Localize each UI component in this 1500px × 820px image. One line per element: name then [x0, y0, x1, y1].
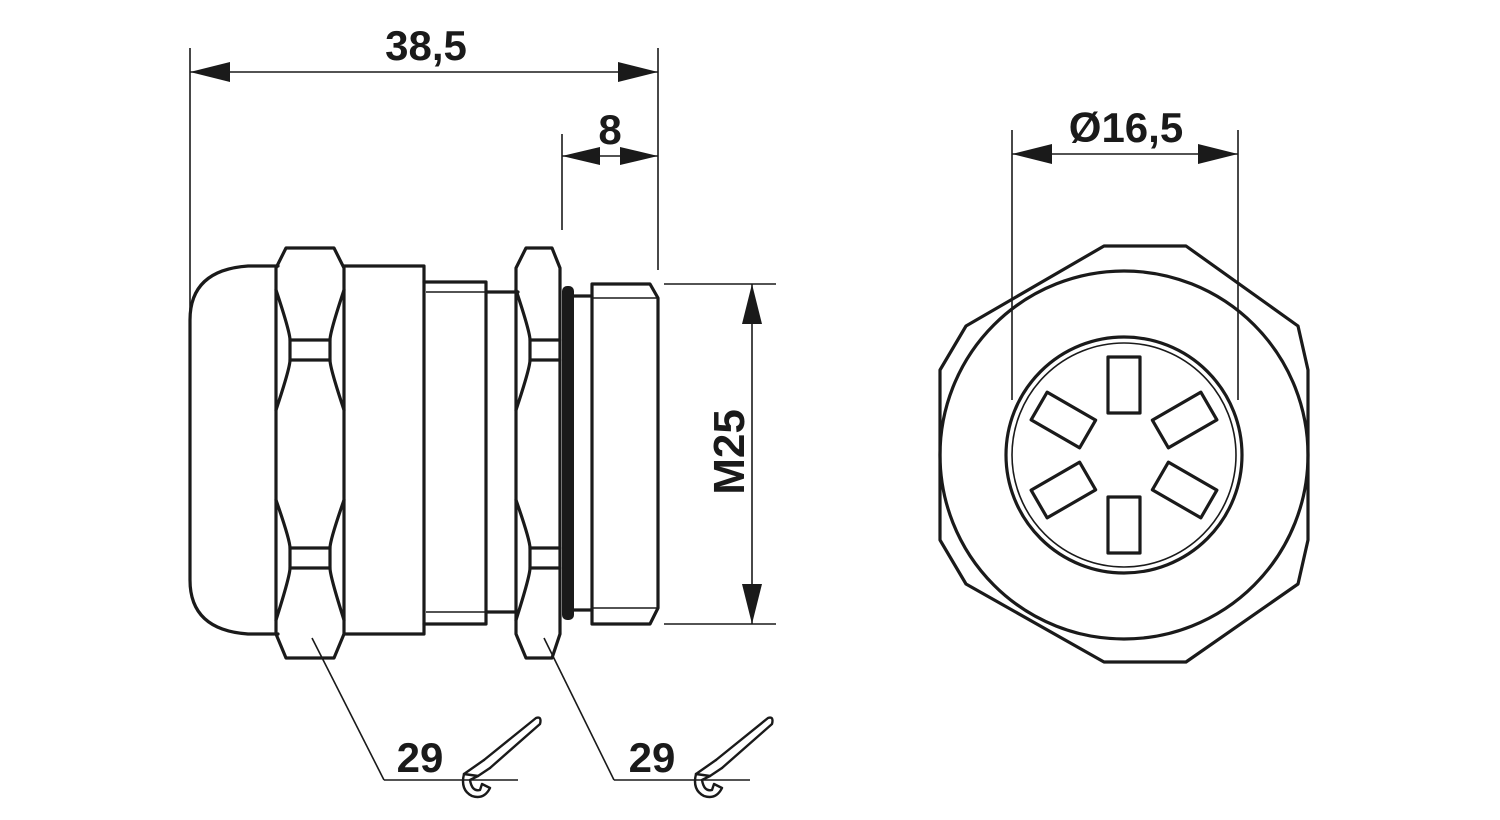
front-view: Ø16,5	[938, 104, 1310, 664]
thread-section	[572, 282, 660, 626]
dimension-overall-length: 38,5	[190, 22, 658, 82]
wrench-callout-lock: 29	[543, 637, 774, 799]
outer-circle	[938, 269, 1310, 641]
dome-cap	[188, 264, 280, 636]
seal-inner-circle	[1011, 342, 1237, 568]
seal-lamellae	[1029, 355, 1219, 555]
gland-body	[342, 264, 426, 636]
cap-nut	[274, 246, 346, 660]
inner-diameter-label: Ø16,5	[1069, 104, 1183, 151]
lock-nut	[514, 246, 562, 660]
wrench-size-lock-label: 29	[629, 734, 676, 781]
dimension-inner-diameter: Ø16,5	[1012, 104, 1238, 164]
thread-size-label: M25	[705, 409, 754, 495]
thread-length-label: 8	[598, 106, 621, 153]
overall-length-label: 38,5	[385, 22, 467, 69]
gland-neck	[422, 280, 488, 626]
wrench-icon	[693, 716, 774, 799]
wrench-callout-cap: 29	[311, 637, 542, 799]
dimension-thread-size: M25	[705, 284, 762, 624]
sealing-washer	[562, 286, 574, 620]
dimension-thread-length: 8	[562, 106, 658, 165]
seal-circle	[1004, 335, 1244, 575]
wrench-icon	[461, 716, 542, 799]
wrench-size-cap-label: 29	[397, 734, 444, 781]
side-view: 38,5 8 M25 29	[188, 22, 776, 799]
hex-outline	[938, 244, 1310, 664]
